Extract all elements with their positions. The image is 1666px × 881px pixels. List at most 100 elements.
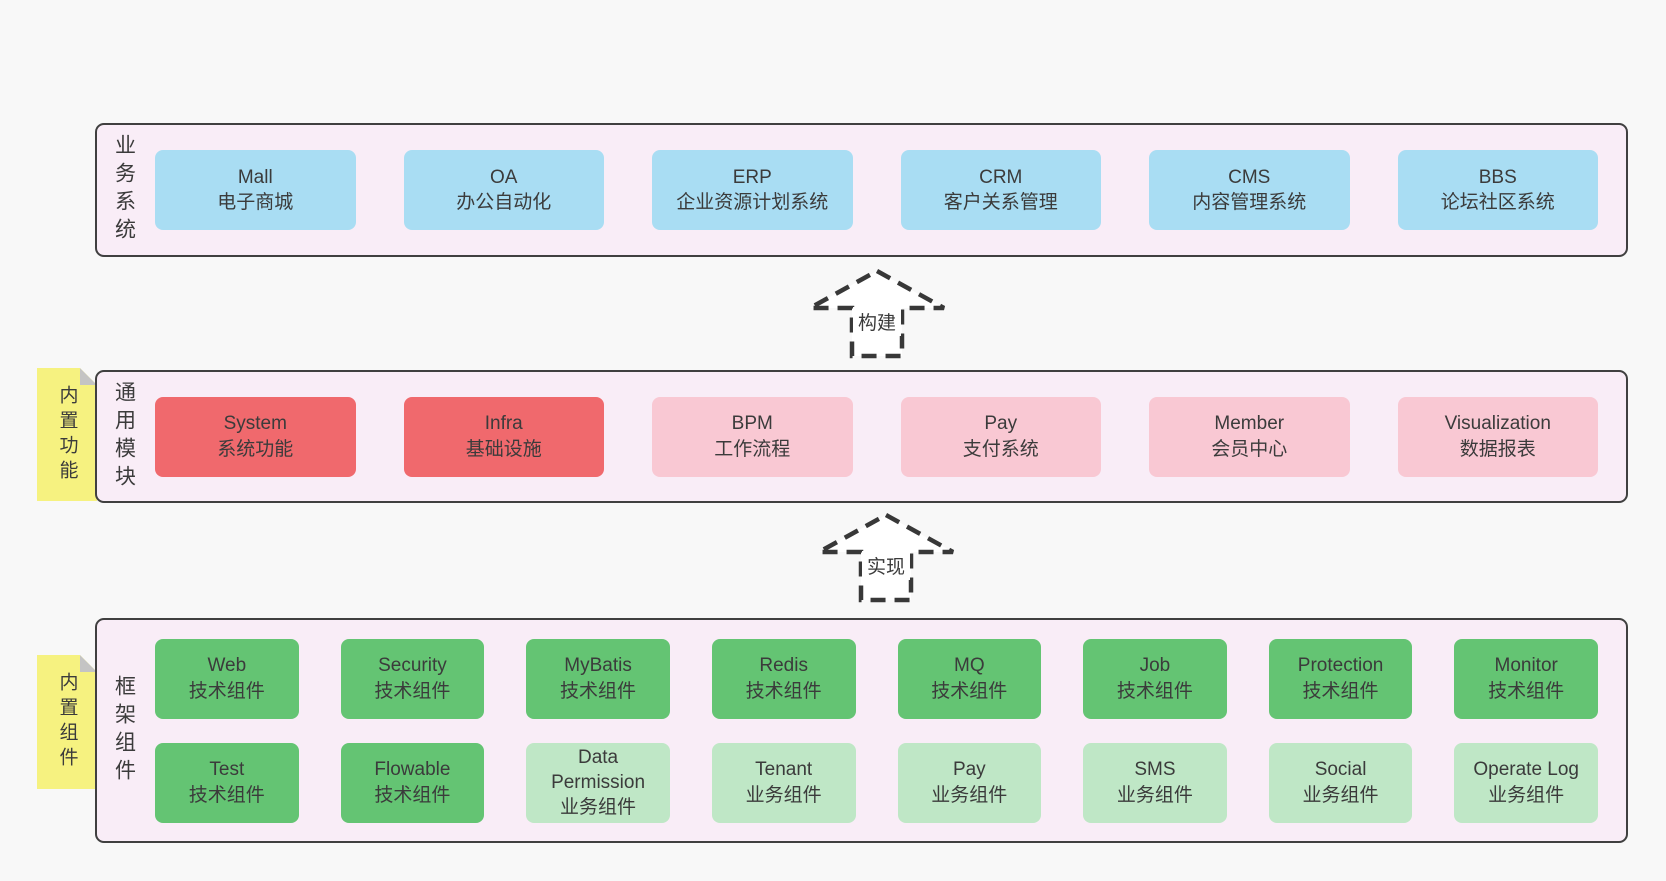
arrow-implement: 实现 [815,511,957,604]
node-subtitle: 支付系统 [962,438,1039,460]
node-title: MyBatis [564,655,632,677]
node-subtitle: 业务组件 [1116,784,1193,806]
section-label-business-systems: 业务系统 [97,125,151,255]
node-title: BPM [731,413,773,435]
node-bbs: BBS 论坛社区系统 [1397,150,1598,230]
node-subtitle: 技术组件 [931,680,1008,702]
node-title: MQ [954,655,985,677]
node-bpm: BPM 工作流程 [652,396,853,477]
node-test: Test 技术组件 [155,742,299,823]
node-title: Visualization [1444,413,1551,435]
node-visualization: Visualization 数据报表 [1397,396,1598,477]
node-title: Member [1214,413,1285,435]
node-subtitle: 技术组件 [374,784,451,806]
node-title: Social [1314,759,1367,781]
node-flowable: Flowable 技术组件 [340,742,485,823]
node-mq: MQ 技术组件 [897,638,1042,719]
section-label-text: 业务系统 [112,134,136,246]
node-title: Pay [952,759,986,781]
node-title: Test [209,759,245,781]
node-mybatis: MyBatis 技术组件 [526,638,670,719]
node-crm: CRM 客户关系管理 [900,150,1101,230]
node-data-permission: Data Permission 业务组件 [526,742,670,823]
section-label-text: 框架组件 [112,674,136,787]
note-text: 内置功能 [56,384,78,485]
node-title: Job [1139,655,1171,677]
node-tenant: Tenant 业务组件 [711,742,856,823]
node-title: OA [490,166,518,188]
node-job: Job 技术组件 [1083,638,1227,719]
node-erp: ERP 企业资源计划系统 [652,150,853,230]
node-subtitle: 技术组件 [1116,680,1193,702]
node-infra: Infra 基础设施 [403,396,604,477]
node-title: Protection [1297,655,1384,677]
arrow-build-label: 构建 [852,307,902,336]
arrow-implement-label: 实现 [861,551,911,580]
node-subtitle: 电子商城 [217,192,294,213]
section-label-common-modules: 通用模块 [97,372,151,501]
node-title: ERP [732,166,772,188]
node-title: Monitor [1494,655,1558,677]
section-label-framework-components: 框架组件 [97,620,151,841]
node-title: Tenant [755,759,813,781]
node-subtitle: 技术组件 [374,680,451,702]
section-label-text: 通用模块 [112,380,136,493]
node-subtitle: 内容管理系统 [1192,192,1307,213]
node-subtitle: 基础设施 [465,438,542,460]
node-sms: SMS 业务组件 [1083,742,1227,823]
node-title: CRM [979,166,1023,188]
node-subtitle: 论坛社区系统 [1440,192,1555,213]
node-subtitle: 业务组件 [560,797,637,819]
node-title: Data Permission [551,746,646,793]
node-title: Security [378,655,447,677]
node-subtitle: 业务组件 [1488,784,1565,806]
node-subtitle: 系统功能 [217,438,294,460]
node-subtitle: 客户关系管理 [943,192,1058,213]
node-member: Member 会员中心 [1149,396,1350,477]
node-subtitle: 企业资源计划系统 [676,192,829,213]
node-mall: Mall 电子商城 [155,150,356,230]
node-title: Flowable [374,759,451,781]
node-title: Infra [484,413,523,435]
node-subtitle: 技术组件 [1302,680,1379,702]
node-subtitle: 业务组件 [1302,784,1379,806]
node-subtitle: 数据报表 [1459,438,1536,460]
note-text: 内置组件 [56,672,78,772]
note-built-in-features: 内置功能 [37,368,97,501]
node-subtitle: 工作流程 [714,438,791,460]
arrow-build: 构建 [806,267,948,360]
node-subtitle: 业务组件 [931,784,1008,806]
node-title: Redis [759,655,808,677]
note-built-in-components: 内置组件 [37,655,97,789]
node-protection: Protection 技术组件 [1268,638,1413,719]
node-subtitle: 业务组件 [745,784,822,806]
node-social: Social 业务组件 [1268,742,1413,823]
node-subtitle: 技术组件 [560,680,637,702]
node-security: Security 技术组件 [340,638,485,719]
node-pay: Pay 业务组件 [897,742,1042,823]
node-title: BBS [1478,166,1517,188]
node-subtitle: 技术组件 [188,784,265,806]
node-title: Mall [237,166,273,188]
node-subtitle: 会员中心 [1211,438,1288,460]
node-title: SMS [1134,759,1176,781]
